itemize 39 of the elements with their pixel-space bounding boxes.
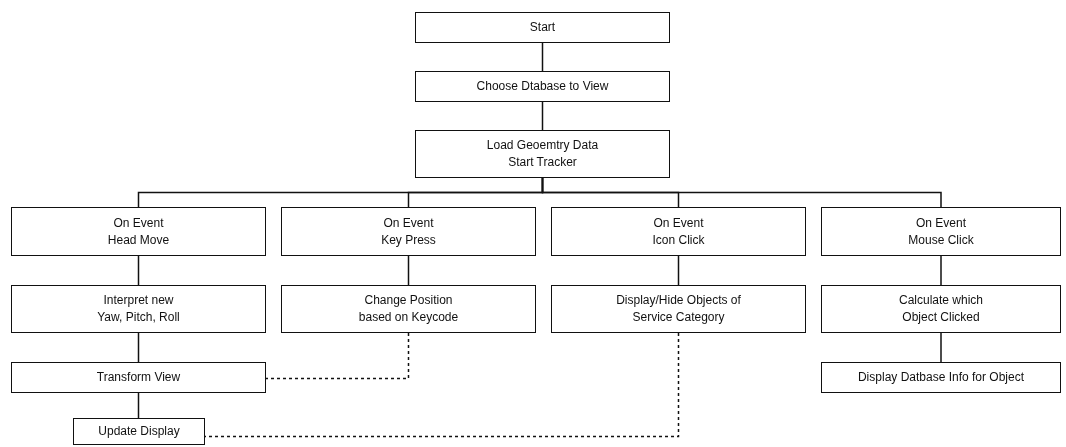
connector-line	[137, 332, 140, 363]
box-label: On Event Head Move	[106, 214, 171, 249]
process-box	[11, 362, 266, 393]
connector-line	[137, 255, 140, 286]
box-label: On Event Key Press	[380, 214, 437, 249]
process-box	[821, 285, 1061, 333]
box-label: Calculate which Object Clicked	[897, 292, 984, 326]
connector-line	[541, 42, 544, 72]
connector-line	[940, 332, 942, 363]
box-label: Change Position based on Keycode	[357, 292, 460, 326]
box-label: Interpret new Yaw, Pitch, Roll	[96, 292, 181, 326]
connector-line	[137, 392, 140, 419]
box-label: Start	[528, 19, 557, 36]
process-box	[281, 207, 536, 256]
box-label: Transform View	[95, 369, 182, 386]
connector-line	[541, 101, 544, 131]
connector-line	[407, 255, 410, 286]
connector-line	[940, 255, 942, 286]
box-label: On Event Mouse Click	[907, 214, 975, 249]
box-label: Load Geoemtry Data Start Tracker	[485, 137, 600, 171]
process-box	[415, 12, 670, 43]
box-label: Choose Dtabase to View	[475, 78, 610, 95]
box-label: On Event Icon Click	[651, 214, 706, 249]
process-box	[11, 285, 266, 333]
connector-line	[677, 255, 680, 286]
process-box	[73, 418, 205, 445]
process-box	[551, 207, 806, 256]
process-box	[821, 362, 1061, 393]
process-box	[415, 71, 670, 102]
box-label: Update Display	[97, 423, 181, 440]
box-label: Display/Hide Objects of Service Category	[615, 292, 742, 326]
dashed-connector	[265, 332, 410, 380]
process-box	[11, 207, 266, 256]
box-label: Display Datbase Info for Object	[856, 369, 1026, 386]
process-box	[281, 285, 536, 333]
process-box	[415, 130, 670, 178]
process-box	[821, 207, 1061, 256]
connector-line	[541, 177, 942, 208]
process-box	[551, 285, 806, 333]
